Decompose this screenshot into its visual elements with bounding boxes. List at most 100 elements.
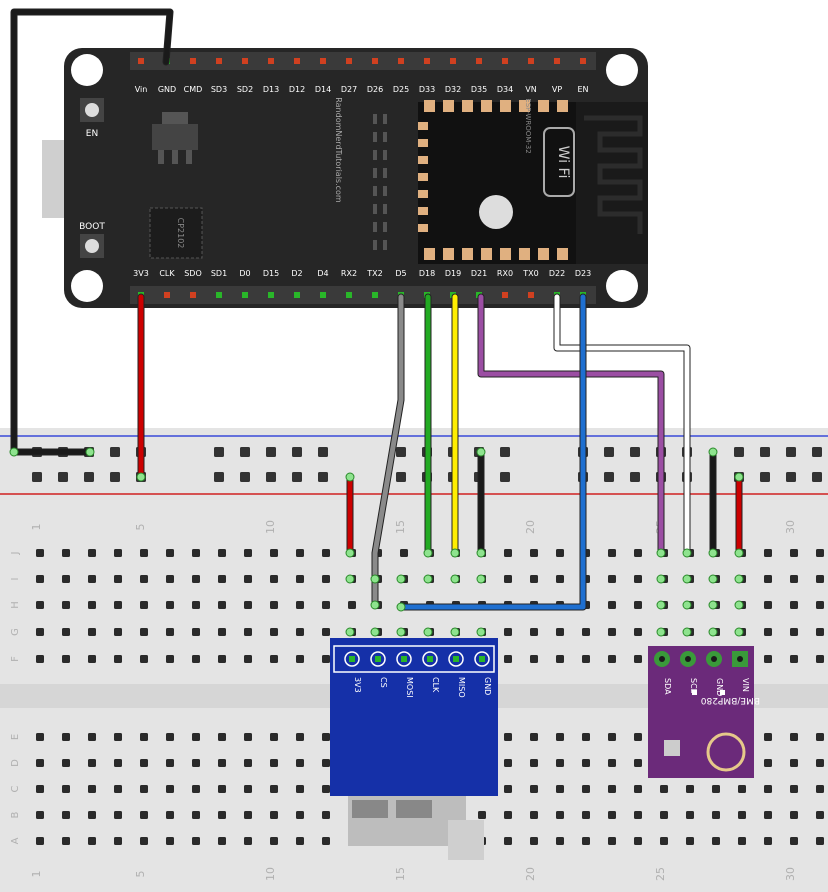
connected-hole — [708, 600, 718, 610]
pin-sd2 — [242, 58, 248, 64]
terminal-hole — [244, 785, 252, 793]
terminal-hole — [322, 733, 330, 741]
terminal-hole — [244, 575, 252, 583]
bme-pin-hole — [711, 656, 717, 662]
terminal-hole — [62, 733, 70, 741]
terminal-hole — [218, 655, 226, 663]
terminal-hole — [140, 733, 148, 741]
pin-d15 — [268, 292, 274, 298]
boot-button-cap — [85, 239, 99, 253]
rail-hole — [292, 447, 302, 457]
connected-hole — [708, 627, 718, 637]
terminal-hole — [348, 601, 356, 609]
terminal-hole — [764, 733, 772, 741]
terminal-hole — [322, 628, 330, 636]
connection-point — [656, 548, 666, 558]
connected-hole — [682, 627, 692, 637]
terminal-hole — [764, 549, 772, 557]
pin-d25 — [398, 58, 404, 64]
pin-rx2 — [346, 292, 352, 298]
terminal-hole — [270, 601, 278, 609]
terminal-hole — [634, 628, 642, 636]
terminal-hole — [556, 785, 564, 793]
rail-hole — [214, 472, 224, 482]
row-letter: E — [10, 734, 21, 740]
connected-hole — [734, 627, 744, 637]
pin-d13 — [268, 58, 274, 64]
sd-pin-gnd — [474, 651, 490, 667]
trace — [383, 204, 387, 214]
column-number-bottom: 15 — [394, 867, 407, 881]
sd-pin-clk — [422, 651, 438, 667]
terminal-hole — [582, 655, 590, 663]
terminal-hole — [62, 785, 70, 793]
module-pad — [424, 248, 435, 260]
terminal-hole — [62, 655, 70, 663]
terminal-hole — [816, 759, 824, 767]
sd-pin-dot — [349, 656, 355, 662]
trace — [373, 204, 377, 214]
terminal-hole — [192, 601, 200, 609]
bme-pin-label: VIN — [741, 678, 750, 692]
top-pin-label: VP — [552, 85, 562, 94]
sd-pin-dot — [375, 656, 381, 662]
pin-d4 — [320, 292, 326, 298]
terminal-hole — [296, 655, 304, 663]
terminal-hole — [140, 549, 148, 557]
trace — [383, 222, 387, 232]
terminal-hole — [270, 655, 278, 663]
terminal-hole — [660, 811, 668, 819]
module-pad — [418, 224, 428, 232]
terminal-hole — [816, 601, 824, 609]
terminal-hole — [244, 655, 252, 663]
row-letter: H — [10, 601, 21, 609]
terminal-hole — [296, 733, 304, 741]
terminal-hole — [140, 837, 148, 845]
terminal-hole — [764, 655, 772, 663]
sd-pin-dot — [401, 656, 407, 662]
terminal-hole — [712, 785, 720, 793]
terminal-hole — [764, 837, 772, 845]
top-pin-label: SD3 — [211, 85, 227, 94]
terminal-hole — [218, 549, 226, 557]
terminal-hole — [62, 759, 70, 767]
terminal-hole — [608, 811, 616, 819]
pin-d26 — [372, 58, 378, 64]
module-pad — [500, 100, 511, 112]
terminal-hole — [400, 549, 408, 557]
connection-point — [136, 472, 146, 482]
mounting-hole — [71, 270, 103, 302]
bme-sensor-chip — [664, 740, 680, 756]
sd-pin-3v3 — [344, 651, 360, 667]
bme-pin-hole — [685, 656, 691, 662]
terminal-hole — [634, 837, 642, 845]
rail-hole — [500, 472, 510, 482]
connected-hole — [656, 574, 666, 584]
terminal-hole — [296, 785, 304, 793]
terminal-hole — [530, 628, 538, 636]
regulator-leg — [172, 150, 178, 164]
terminal-hole — [36, 837, 44, 845]
row-letter: B — [10, 811, 21, 818]
rail-hole — [786, 447, 796, 457]
row-letter: C — [10, 785, 21, 792]
connection-point — [734, 472, 744, 482]
rail-hole — [318, 447, 328, 457]
connected-hole — [656, 600, 666, 610]
bottom-pin-label: RX0 — [497, 269, 513, 278]
terminal-hole — [790, 837, 798, 845]
column-number-bottom: 25 — [654, 867, 667, 881]
terminal-hole — [296, 575, 304, 583]
terminal-hole — [244, 733, 252, 741]
terminal-hole — [88, 811, 96, 819]
rail-hole — [240, 472, 250, 482]
rail-hole — [604, 447, 614, 457]
terminal-hole — [244, 759, 252, 767]
terminal-hole — [166, 811, 174, 819]
terminal-hole — [504, 549, 512, 557]
rail-hole — [58, 472, 68, 482]
terminal-hole — [218, 837, 226, 845]
rail-hole — [266, 472, 276, 482]
terminal-hole — [140, 628, 148, 636]
